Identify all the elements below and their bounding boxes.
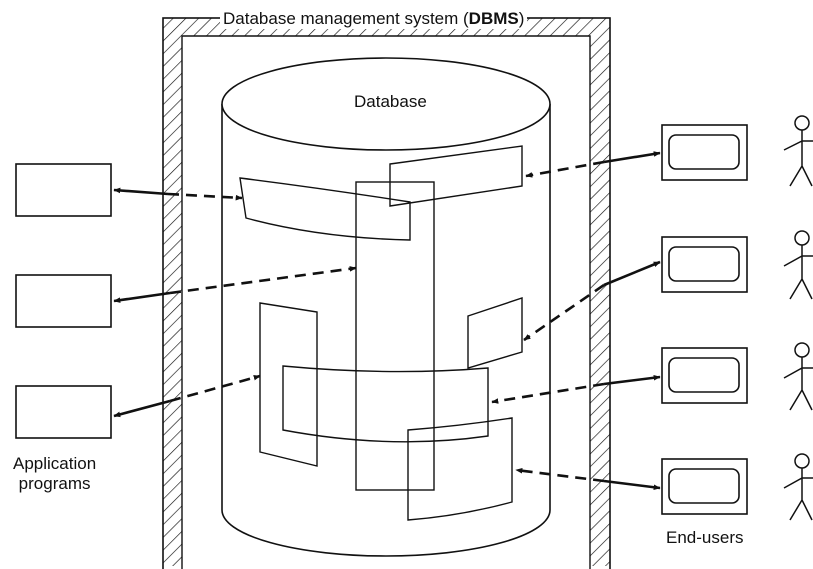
terminal-2 bbox=[661, 236, 748, 293]
connection-app-3 bbox=[113, 374, 261, 418]
end-users-label: End-users bbox=[666, 528, 744, 547]
terminal-connections bbox=[491, 151, 661, 490]
dbms-boundary-inner-outline bbox=[181, 35, 591, 569]
connection-terminal-4 bbox=[515, 468, 661, 490]
user-figure-4-icon bbox=[783, 453, 813, 521]
application-program-box-2 bbox=[15, 274, 112, 328]
user-figure-3-icon bbox=[783, 342, 813, 411]
connection-terminal-2 bbox=[523, 260, 661, 342]
connection-app-1 bbox=[113, 187, 243, 201]
connection-terminal-1 bbox=[525, 151, 661, 178]
terminal-4 bbox=[661, 458, 748, 515]
terminal-3 bbox=[661, 347, 748, 404]
application-program-box-1 bbox=[15, 163, 112, 217]
view-top-left bbox=[239, 177, 411, 241]
end-user-terminals bbox=[661, 124, 748, 515]
view-bottom-right bbox=[407, 417, 513, 521]
connection-terminal-3 bbox=[491, 375, 661, 404]
dbms-title: Database management system (DBMS) bbox=[220, 9, 528, 29]
user-figure-2-icon bbox=[783, 230, 813, 300]
user-figure-1-icon bbox=[783, 115, 813, 187]
application-programs-label-line2: programs bbox=[18, 473, 91, 493]
dbms-title-abbr: DBMS bbox=[468, 9, 519, 28]
view-middle-wide bbox=[282, 365, 489, 443]
view-top-right bbox=[389, 145, 523, 207]
program-connections bbox=[113, 187, 357, 418]
database-cylinder bbox=[221, 57, 551, 557]
data-views bbox=[239, 145, 523, 521]
view-right-small bbox=[467, 297, 523, 369]
dbms-title-prefix: Database management system ( bbox=[223, 9, 469, 28]
view-center-vertical bbox=[355, 181, 435, 491]
dbms-title-suffix: ) bbox=[518, 9, 525, 28]
application-programs-label: Application programs bbox=[13, 454, 96, 493]
connection-app-2 bbox=[113, 266, 357, 303]
application-program-box-3 bbox=[15, 385, 112, 439]
database-label: Database bbox=[354, 92, 427, 111]
end-user-figures bbox=[783, 115, 813, 521]
view-left-slant bbox=[259, 302, 318, 467]
application-program-boxes bbox=[15, 163, 112, 439]
terminal-1 bbox=[661, 124, 748, 181]
application-programs-label-line1: Application bbox=[13, 454, 97, 473]
